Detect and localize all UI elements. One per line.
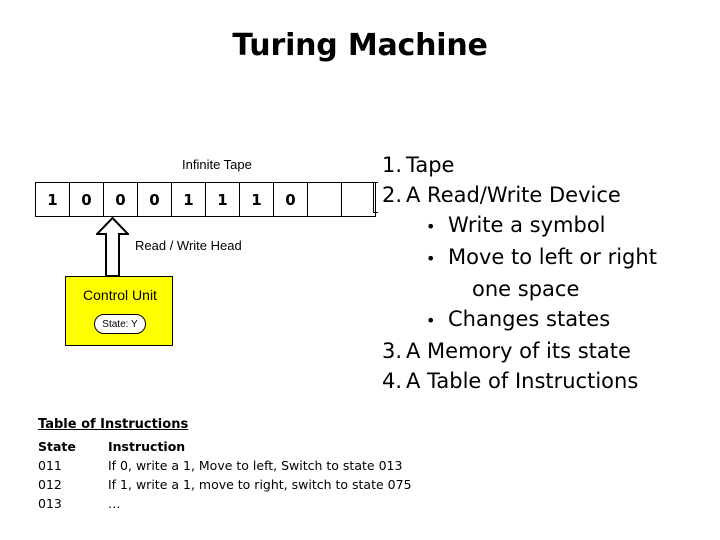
control-unit-label: Control Unit bbox=[83, 287, 157, 303]
tape-label: Infinite Tape bbox=[182, 157, 252, 172]
feature-list-item-label: Tape bbox=[406, 153, 455, 177]
list-edge-bracket bbox=[373, 182, 378, 213]
read-write-head-label: Read / Write Head bbox=[135, 238, 242, 253]
cell-state: 011 bbox=[38, 458, 62, 473]
cell-instruction: If 0, write a 1, Move to left, Switch to… bbox=[108, 458, 403, 473]
table-row: 011 If 0, write a 1, Move to left, Switch… bbox=[38, 456, 488, 475]
read-write-head-arrow-icon bbox=[94, 216, 131, 277]
feature-list-item-label: A Table of Instructions bbox=[406, 369, 639, 393]
feature-list-item-label: Write a symbol bbox=[448, 213, 606, 237]
table-row: 013 … bbox=[38, 494, 488, 513]
instructions-table: Table of Instructions State Instruction … bbox=[38, 413, 488, 513]
instructions-table-caption: Table of Instructions bbox=[38, 417, 189, 432]
tape-cell: 0 bbox=[70, 183, 104, 216]
list-number: 1. bbox=[382, 153, 403, 177]
tape-cell bbox=[342, 183, 376, 216]
feature-list-item: 3.A Memory of its state bbox=[382, 336, 716, 366]
table-row: 012 If 1, write a 1, move to right, switc… bbox=[38, 475, 488, 494]
tape-cell bbox=[308, 183, 342, 216]
cell-instruction: If 1, write a 1, move to right, switch t… bbox=[108, 477, 412, 492]
tape-cell: 1 bbox=[36, 183, 70, 216]
bullet-icon: • bbox=[426, 249, 436, 268]
list-number: 2. bbox=[382, 183, 403, 207]
feature-list-item: • Changes states bbox=[382, 304, 716, 336]
table-header-row: State Instruction bbox=[38, 437, 488, 456]
control-unit-box: Control Unit State: Y bbox=[65, 276, 173, 346]
column-header-instruction: Instruction bbox=[108, 439, 186, 454]
list-number: 3. bbox=[382, 339, 403, 363]
feature-list-item-label: one space bbox=[472, 277, 580, 301]
tape-cell: 0 bbox=[274, 183, 308, 216]
bullet-icon: • bbox=[426, 217, 436, 236]
tape-cell: 1 bbox=[240, 183, 274, 216]
feature-list-item: 2.A Read/Write Device bbox=[382, 180, 716, 210]
feature-list-item-label: A Memory of its state bbox=[406, 339, 631, 363]
feature-list-item-label: A Read/Write Device bbox=[406, 183, 621, 207]
cell-instruction: … bbox=[108, 496, 121, 511]
feature-list-item: • Write a symbol bbox=[382, 210, 716, 242]
column-header-state: State bbox=[38, 439, 76, 454]
tape-cell: 1 bbox=[206, 183, 240, 216]
cell-state: 013 bbox=[38, 496, 62, 511]
table-body: 011 If 0, write a 1, Move to left, Switch… bbox=[38, 456, 488, 513]
feature-list-item: 1.Tape bbox=[382, 150, 716, 180]
bullet-icon: • bbox=[426, 311, 436, 330]
list-number: 4. bbox=[382, 369, 403, 393]
tape-cell: 0 bbox=[138, 183, 172, 216]
tape-cell: 0 bbox=[104, 183, 138, 216]
feature-list-item: 4.A Table of Instructions bbox=[382, 366, 716, 396]
feature-list-item: one space bbox=[382, 274, 716, 304]
feature-list-item-label: Changes states bbox=[448, 307, 611, 331]
cell-state: 012 bbox=[38, 477, 62, 492]
feature-list-item: • Move to left or right bbox=[382, 242, 716, 274]
feature-list-item-label: Move to left or right bbox=[448, 245, 657, 269]
state-badge: State: Y bbox=[94, 314, 146, 334]
page-title: Turing Machine bbox=[232, 28, 488, 63]
tape-cell: 1 bbox=[172, 183, 206, 216]
